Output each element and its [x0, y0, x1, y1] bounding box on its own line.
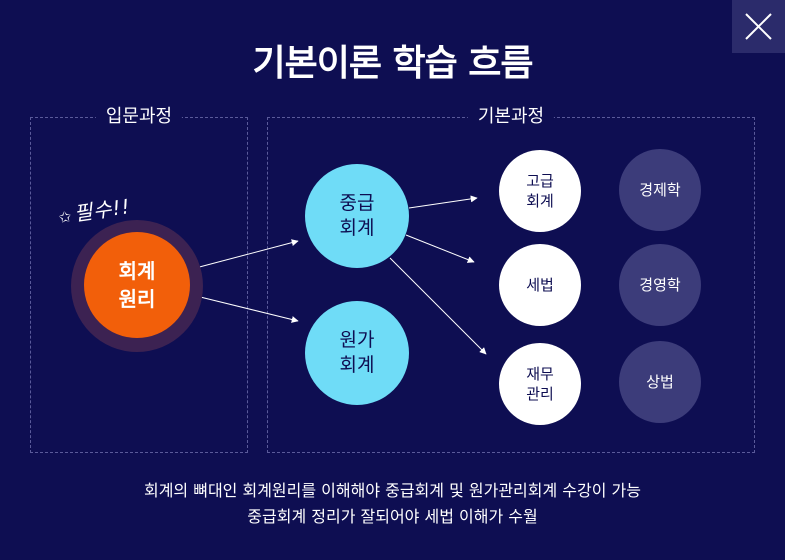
arrow-intermediate-to-finance [389, 257, 487, 355]
node-cost-accounting: 원가 회계 [305, 301, 409, 405]
intro-section-label: 입문과정 [95, 105, 183, 129]
basic-section: 기본과정 [267, 105, 755, 453]
node-advanced-accounting: 고급 회계 [499, 150, 581, 232]
page-title: 기본이론 학습 흐름 [252, 43, 533, 84]
footer-note: 회계의 뼈대인 회계원리를 이해해야 중급회계 및 원가관리회계 수강이 가능 … [0, 478, 785, 530]
close-button[interactable] [732, 0, 785, 53]
footer-line-1: 회계의 뼈대인 회계원리를 이해해야 중급회계 및 원가관리회계 수강이 가능 [143, 481, 641, 500]
node-accounting-principles: 회계 원리 [84, 232, 190, 338]
star-icon: ✩ [57, 207, 74, 227]
close-icon [745, 13, 772, 40]
node-tax-law: 세법 [499, 244, 581, 326]
intro-section: 입문과정 [30, 105, 248, 453]
arrow-core-to-intermediate [187, 239, 299, 271]
arrow-intermediate-to-tax [405, 234, 475, 263]
basic-section-label: 기본과정 [467, 105, 555, 129]
node-economics: 경제학 [619, 149, 701, 231]
node-intermediate-accounting: 중급 회계 [305, 164, 409, 268]
arrow-core-to-cost [187, 293, 299, 323]
node-management: 경영학 [619, 244, 701, 326]
node-commercial-law: 상법 [619, 341, 701, 423]
footer-line-2: 중급회계 정리가 잘되어야 세법 이해가 수월 [247, 507, 538, 526]
node-financial-management: 재무 관리 [499, 343, 581, 425]
arrow-intermediate-to-advanced [408, 195, 478, 209]
